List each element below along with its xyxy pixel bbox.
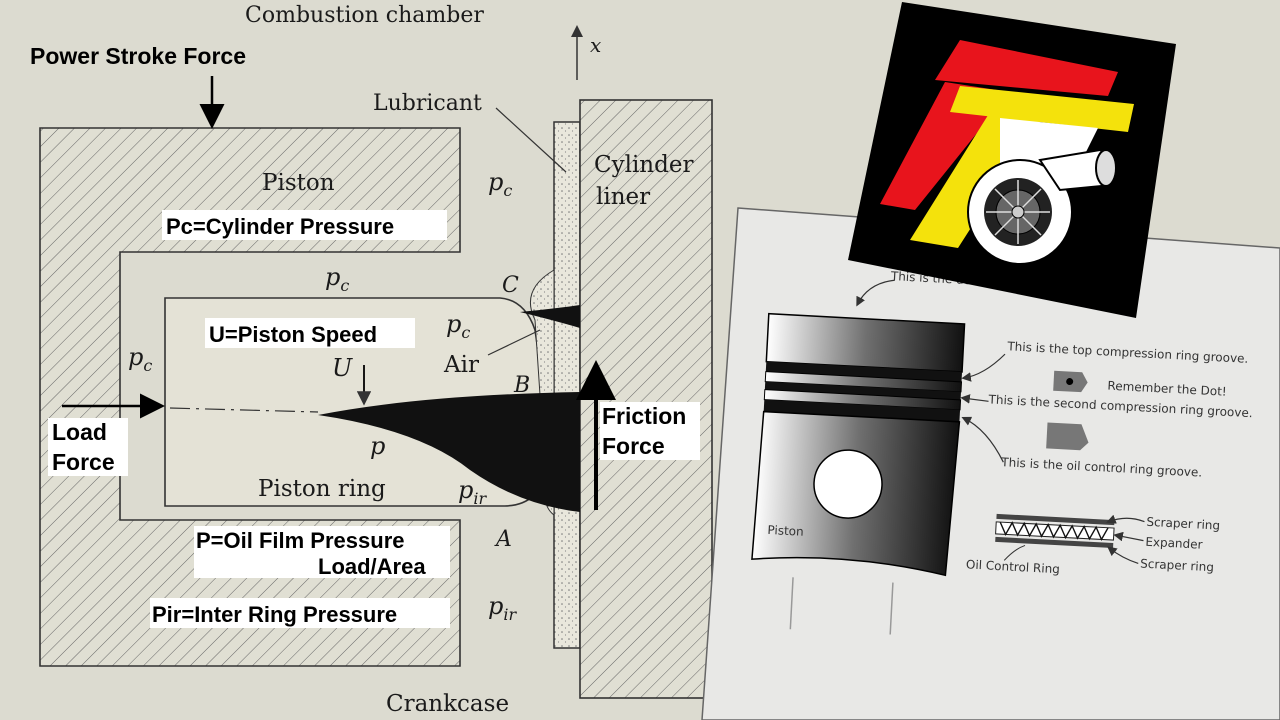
point-c-label: C	[502, 273, 519, 298]
piston-handwritten-label: Piston	[767, 523, 804, 539]
load-area-label: Load/Area	[318, 554, 426, 579]
connecting-rod-right	[889, 582, 894, 635]
power-stroke-force-label: Power Stroke Force	[30, 43, 246, 69]
point-a-label: A	[494, 527, 512, 552]
top-groove-arrow	[961, 353, 1006, 382]
p-definition-label: P=Oil Film Pressure	[196, 528, 404, 553]
turbo-outlet-ring	[1095, 149, 1117, 187]
expander-zigzag	[999, 521, 1109, 541]
air-leader	[487, 329, 541, 356]
piston-ring-label: Piston ring	[258, 476, 386, 502]
air-label: Air	[443, 352, 479, 378]
x-axis-label: x	[590, 33, 601, 57]
ring-land-5	[763, 399, 961, 422]
cylinder-label: Cylinder	[594, 152, 693, 178]
right-diagram: Piston This is the dome. This is the top…	[701, 207, 1280, 720]
left-diagram: Combustion chamber x Power Stroke Force …	[30, 3, 713, 717]
ring-land-3	[764, 381, 961, 400]
dome-arrow	[856, 279, 895, 307]
second-ring-profile	[1046, 422, 1089, 451]
p-label: p	[370, 432, 385, 460]
scraper-ring-top-label: Scraper ring	[1146, 515, 1220, 533]
pc-ring-label: pc	[446, 310, 470, 342]
liner-label: liner	[596, 184, 650, 210]
crankcase-label: Crankcase	[386, 691, 509, 717]
pir-bottom-label: pir	[488, 592, 517, 624]
pc-definition-bg	[162, 210, 447, 240]
centerline	[169, 407, 319, 413]
u-definition-bg	[205, 318, 415, 348]
friction-label: Friction	[602, 403, 686, 429]
lubricant-leader	[495, 107, 567, 173]
lubricant-layer	[553, 121, 581, 649]
scraper-ring-bottom-label: Scraper ring	[1140, 557, 1214, 575]
second-groove-arrow	[960, 394, 989, 404]
piston-head	[765, 312, 966, 373]
expander-arrow	[1113, 531, 1144, 542]
scraper-bottom-arrow	[1107, 546, 1139, 564]
friction-force-bg	[600, 402, 700, 460]
logo-red-top	[935, 40, 1118, 96]
combustion-chamber-label: Combustion chamber	[245, 3, 484, 28]
expander-label: Expander	[1145, 535, 1203, 552]
piston-label: Piston	[262, 170, 335, 196]
pc-gap-label: pc	[325, 263, 349, 295]
scraper-ring-top-shape	[996, 513, 1115, 526]
top-ring-dot	[1066, 378, 1074, 386]
ring-land-1	[765, 361, 963, 382]
pc-definition-label: Pc=Cylinder Pressure	[166, 214, 394, 239]
turbo-logo	[848, 2, 1176, 318]
pir-definition-bg	[150, 598, 450, 628]
pir-definition-label: Pir=Inter Ring Pressure	[152, 602, 397, 627]
u-definition-label: U=Piston Speed	[209, 322, 377, 347]
oil-control-ring-leader	[1003, 544, 1026, 561]
wrist-pin-hole	[813, 449, 883, 519]
friction-force-label: Force	[602, 433, 665, 459]
scraper-top-arrow	[1106, 514, 1145, 524]
oil-pressure-profile	[318, 392, 580, 512]
point-b-label: B	[513, 373, 530, 398]
load-force-label: Force	[52, 449, 115, 475]
u-label: U	[332, 354, 353, 382]
turbo-hub	[1011, 205, 1025, 219]
pir-ring-label: pir	[458, 476, 487, 508]
load-label: Load	[52, 419, 107, 445]
load-force-bg	[48, 418, 128, 476]
oil-groove-arrow	[961, 416, 1004, 463]
logo-yellow-top	[950, 86, 1134, 132]
top-pressure-profile	[520, 305, 580, 328]
connecting-rod-left	[789, 577, 794, 630]
p-definition-bg	[194, 526, 450, 578]
pc-top-label: pc	[488, 168, 512, 200]
oil-control-ring-label: Oil Control Ring	[966, 557, 1061, 576]
dot-note-label: Remember the Dot!	[1107, 379, 1227, 399]
scraper-ring-bottom-shape	[995, 536, 1114, 549]
pc-left-label: pc	[128, 343, 152, 375]
lubricant-label: Lubricant	[373, 91, 482, 116]
